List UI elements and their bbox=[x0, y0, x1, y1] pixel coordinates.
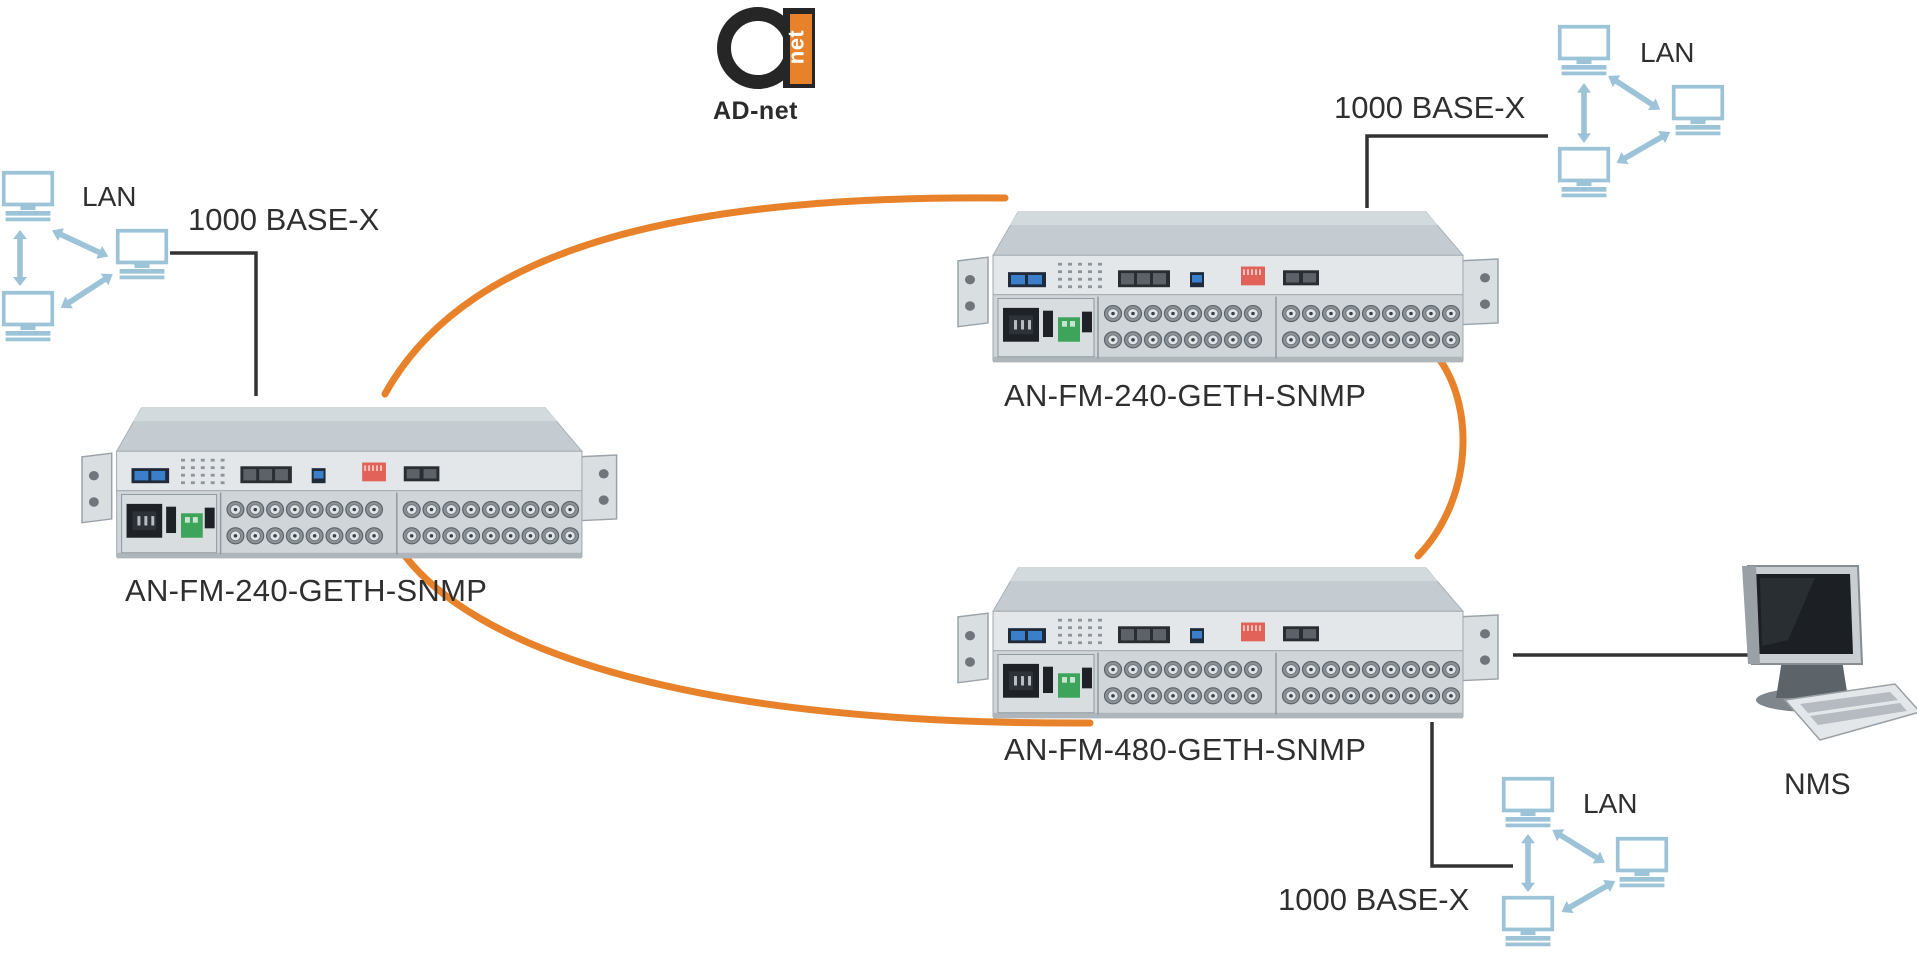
pc-icon bbox=[1501, 895, 1555, 949]
fiber-ring bbox=[381, 194, 1467, 727]
arrow-icon bbox=[1604, 70, 1664, 116]
device-label-top: AN-FM-240-GETH-SNMP bbox=[1004, 378, 1367, 413]
uplink-top-lan bbox=[1365, 134, 1548, 208]
device-top bbox=[958, 212, 1498, 362]
fiber-link-top-to-bottom bbox=[1414, 356, 1467, 560]
device-bottom bbox=[958, 568, 1498, 718]
fiber-link-left-to-top bbox=[381, 194, 1009, 398]
arrow-icon bbox=[1577, 83, 1591, 143]
logo-icon bbox=[717, 7, 815, 89]
pc-icon bbox=[115, 228, 169, 282]
uplink-label-top: 1000 BASE-X bbox=[1334, 90, 1526, 125]
arrow-icon bbox=[1613, 126, 1674, 170]
device-label-left: AN-FM-240-GETH-SNMP bbox=[125, 573, 488, 608]
pc-icon bbox=[1, 290, 55, 344]
pc-icon bbox=[1, 170, 55, 224]
pc-icon bbox=[1615, 836, 1669, 890]
uplink-label-bottom: 1000 BASE-X bbox=[1278, 882, 1470, 917]
lan-label-top: LAN bbox=[1640, 37, 1695, 68]
uplink-label-left: 1000 BASE-X bbox=[188, 202, 380, 237]
nms-label: NMS bbox=[1784, 768, 1851, 801]
pc-icon bbox=[1671, 84, 1725, 138]
device-left bbox=[82, 408, 617, 558]
uplink-bottom-lan bbox=[1430, 722, 1513, 868]
workstation-icon bbox=[1742, 565, 1917, 741]
brand-name: AD-net bbox=[713, 97, 798, 125]
pc-icon bbox=[1501, 776, 1555, 830]
arrow-icon bbox=[1521, 834, 1535, 892]
logo-text: net bbox=[783, 29, 809, 65]
pc-icon bbox=[1557, 146, 1611, 200]
arrow-icon bbox=[1548, 824, 1609, 869]
arrow-icon bbox=[49, 224, 112, 263]
pc-icon bbox=[1557, 24, 1611, 78]
uplink-left-lan bbox=[170, 251, 258, 396]
arrow-icon bbox=[57, 268, 117, 314]
arrow-icon bbox=[13, 230, 27, 286]
copper-links bbox=[170, 134, 1775, 868]
arrow-icon bbox=[1558, 875, 1619, 919]
lan-label-bottom: LAN bbox=[1583, 788, 1638, 819]
fiber-link-left-to-bottom bbox=[401, 552, 1094, 727]
device-label-bottom: AN-FM-480-GETH-SNMP bbox=[1004, 732, 1367, 767]
lan-label-left: LAN bbox=[82, 181, 137, 212]
